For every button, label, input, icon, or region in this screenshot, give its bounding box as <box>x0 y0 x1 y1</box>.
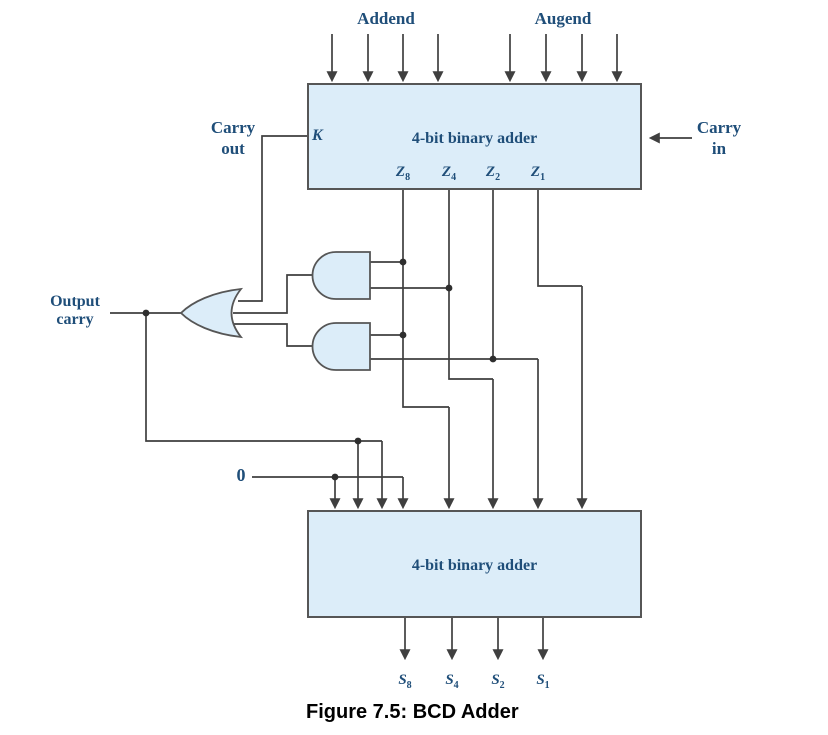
s8-label: S8 <box>398 672 412 691</box>
zero-label: 0 <box>236 465 246 485</box>
and2-to-or-wire <box>233 323 313 347</box>
z1-label: Z1 <box>530 164 546 183</box>
junction-dot <box>142 309 150 317</box>
junction-dot <box>489 355 497 363</box>
upper-adder-k-pin-label: K <box>312 127 323 144</box>
addend-label: Addend <box>357 9 415 28</box>
lower-adder-box <box>307 510 642 618</box>
z8-label: Z8 <box>395 164 411 183</box>
junction-dot <box>354 437 362 445</box>
augend-label: Augend <box>534 9 592 28</box>
arrow-wires <box>326 34 692 661</box>
carry-feedback-wire <box>145 313 382 442</box>
carry-out-label: Carry out <box>210 118 256 158</box>
z4-label: Z4 <box>441 164 457 183</box>
s1-label: S1 <box>536 672 550 691</box>
output-carry-label: Output carry <box>50 293 100 328</box>
junction-dot <box>445 284 453 292</box>
junction-dot <box>399 258 407 266</box>
z8-wire <box>402 189 449 408</box>
upper-adder-label: 4-bit binary adder <box>411 130 538 147</box>
z2-label: Z2 <box>485 164 501 183</box>
or-gate-icon <box>179 287 244 339</box>
carry-in-label: Carry in <box>696 118 742 158</box>
and-gate-top-icon <box>311 251 371 300</box>
s4-label: S4 <box>445 672 459 691</box>
upper-adder-box <box>307 83 642 190</box>
junction-dot <box>331 473 339 481</box>
and1-to-or-wire <box>233 274 313 314</box>
gates <box>179 251 371 371</box>
z4-wire <box>448 189 493 380</box>
junction-dot <box>399 331 407 339</box>
s2-label: S2 <box>491 672 505 691</box>
lower-adder-label: 4-bit binary adder <box>411 557 538 574</box>
z1-wire <box>537 189 582 287</box>
figure-caption: Figure 7.5: BCD Adder <box>306 701 519 723</box>
k-carry-wire <box>238 135 308 302</box>
and-gate-bottom-icon <box>311 322 371 371</box>
junction-dots <box>142 258 497 481</box>
